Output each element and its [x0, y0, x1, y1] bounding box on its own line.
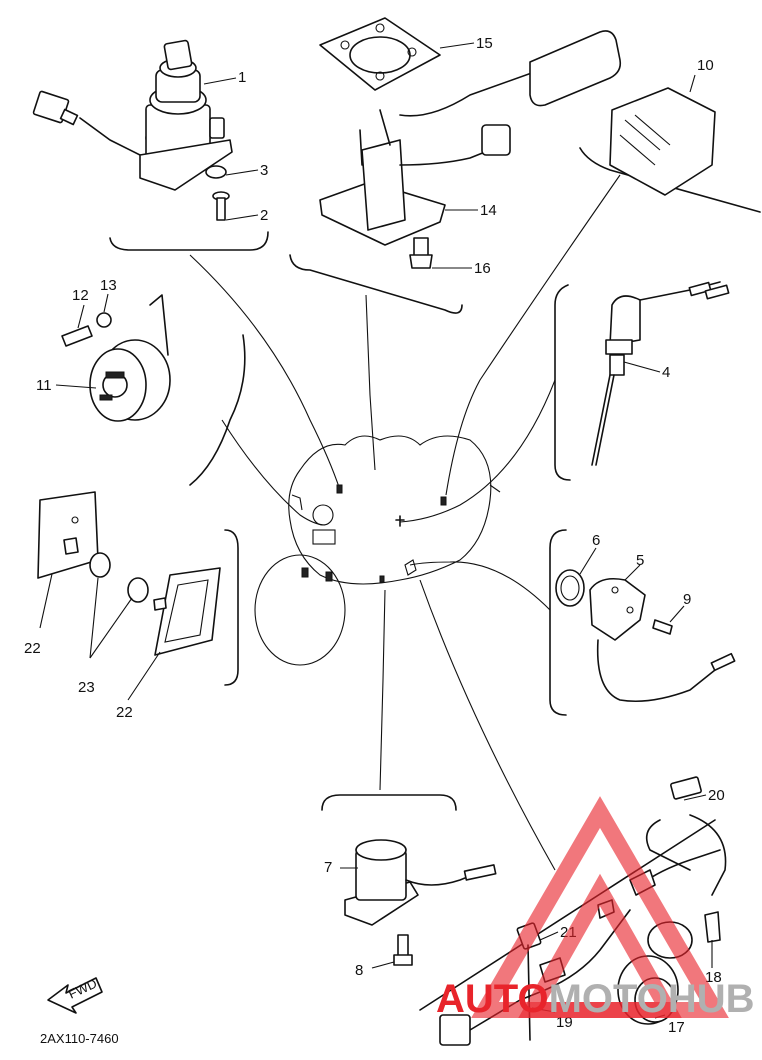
label-part-17: 17 — [668, 1019, 685, 1036]
watermark-text-auto: AUTO — [436, 977, 549, 1021]
group-bracket-lines — [109, 147, 761, 1011]
bolt-part-12-icon — [61, 325, 93, 347]
washer-part-3-icon — [205, 165, 227, 179]
label-part-5: 5 — [636, 552, 644, 569]
label-part-19: 19 — [556, 1014, 573, 1031]
label-part-3: 3 — [260, 162, 268, 179]
label-part-20: 20 — [708, 787, 725, 804]
label-part-7: 7 — [324, 859, 332, 876]
label-part-12: 12 — [72, 287, 89, 304]
nut-part-13-icon — [96, 312, 112, 328]
label-part-8: 8 — [355, 962, 363, 979]
screw-part-2-icon — [212, 191, 230, 221]
fuel-sender-part-14 — [319, 30, 622, 246]
label-part-13: 13 — [100, 277, 117, 294]
connector-part-10 — [609, 87, 716, 196]
label-part-14: 14 — [480, 202, 497, 219]
label-part-11: 11 — [36, 377, 52, 394]
label-part-22-right: 22 — [116, 704, 133, 721]
label-part-23: 23 — [78, 679, 95, 696]
bolt-part-8-icon — [393, 934, 413, 966]
o-ring-part-6-icon — [555, 569, 585, 607]
sensor-part-4 — [591, 281, 730, 466]
watermark-text-hub: HUB — [668, 977, 755, 1021]
leader-curves — [189, 174, 621, 871]
screw-part-9-icon — [652, 619, 673, 635]
horn-part-11 — [89, 294, 171, 422]
label-part-2: 2 — [260, 207, 268, 224]
relay-part-7 — [344, 839, 497, 926]
frame-sketch — [288, 435, 501, 585]
watermark-text-moto: MOTO — [549, 977, 668, 1021]
reflector-part-22-right — [154, 567, 221, 656]
sensor-part-5 — [589, 577, 736, 703]
label-part-6: 6 — [592, 532, 600, 549]
reflector-part-22-left — [37, 491, 99, 579]
label-part-18: 18 — [705, 969, 722, 986]
bolt-part-16-icon — [409, 237, 433, 269]
label-part-10: 10 — [697, 57, 714, 74]
label-part-4: 4 — [662, 364, 670, 381]
label-part-16: 16 — [474, 260, 491, 277]
fwd-arrow-icon: FWD — [47, 976, 103, 1014]
automotohub-watermark-logo: AUTOMOTOHUB — [436, 796, 755, 1021]
drawing-code: 2AX110-7460 — [40, 1031, 119, 1046]
svg-text:AUTOMOTOHUB: AUTOMOTOHUB — [436, 977, 755, 1021]
main-switch-part-1 — [32, 39, 233, 191]
label-part-9: 9 — [683, 591, 691, 608]
gasket-part-15 — [319, 17, 441, 91]
label-part-22-left: 22 — [24, 640, 41, 657]
spacer-part-23-icons — [63, 537, 167, 611]
part-number-labels: 1 2 3 4 5 6 7 8 9 10 11 12 13 14 15 16 1… — [24, 35, 725, 1036]
label-part-15: 15 — [476, 35, 493, 52]
label-part-1: 1 — [238, 69, 246, 86]
